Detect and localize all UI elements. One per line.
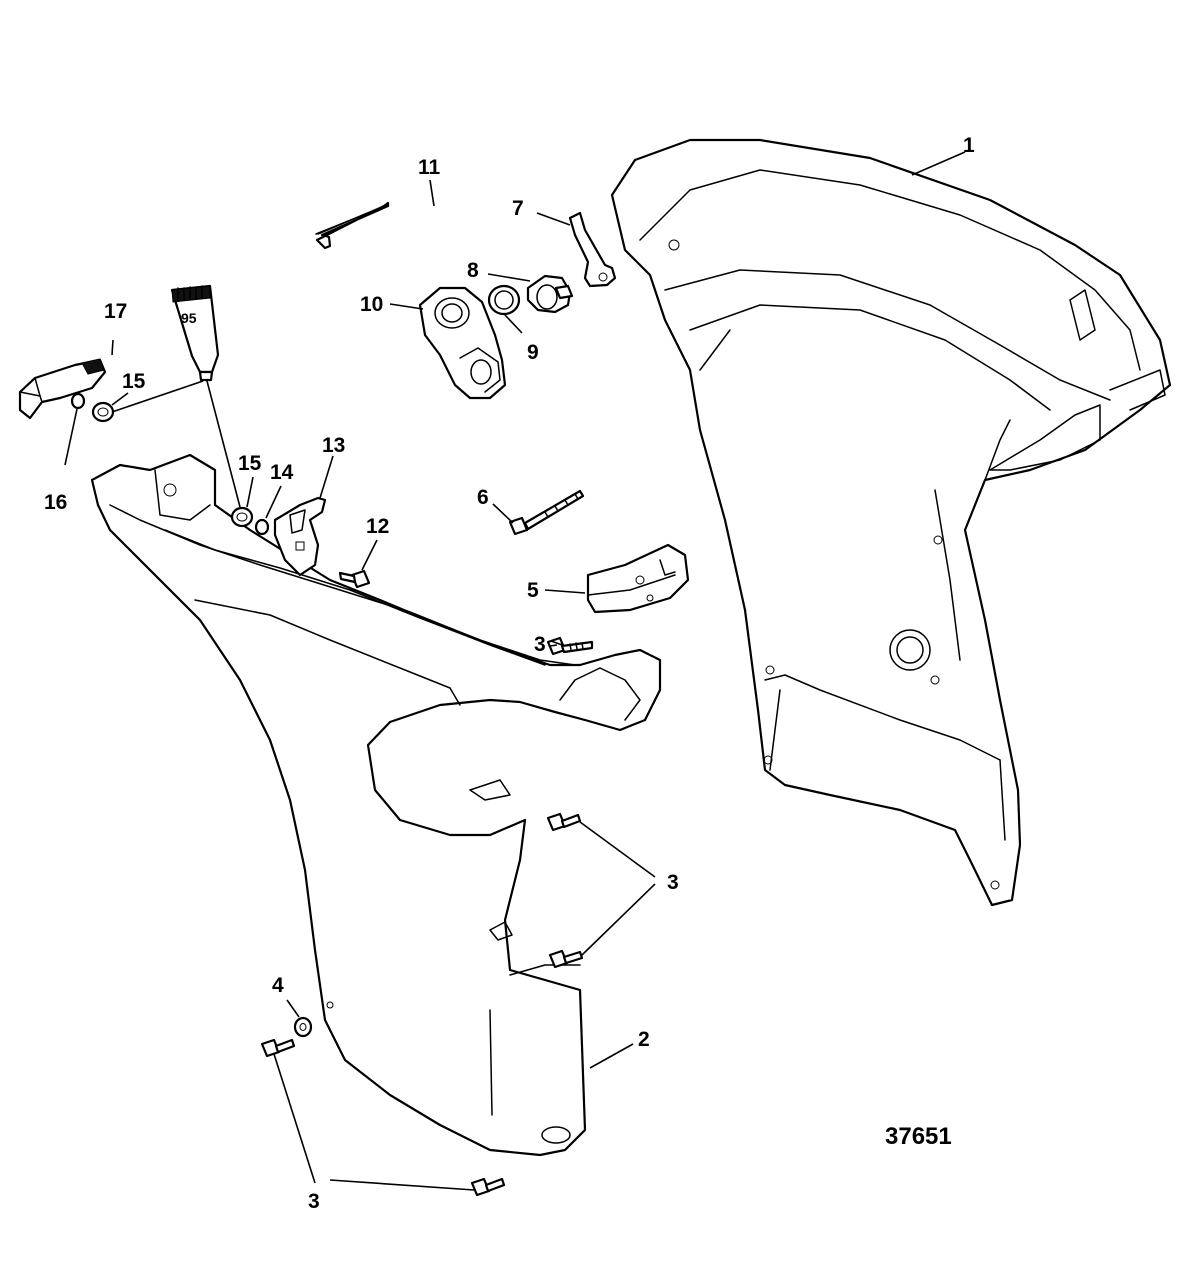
washer-part-9 [487, 284, 521, 316]
latch-plate-part-13 [273, 496, 327, 577]
callout-12: 12 [366, 515, 389, 538]
callout-3: 3 [534, 633, 546, 656]
cam-part-8 [526, 274, 574, 314]
lower-cowl-part-2 [90, 453, 662, 1157]
callout-10: 10 [360, 293, 383, 316]
callout-11: 11 [418, 156, 441, 179]
callout-2: 2 [638, 1028, 650, 1051]
nut-part-15 [91, 401, 115, 423]
screw-part-3 [546, 812, 582, 832]
screw-part-3 [548, 949, 584, 969]
screw-part-12 [338, 569, 371, 589]
leader-lines [64, 151, 966, 1191]
bracket-part-5 [586, 543, 690, 614]
callout-9: 9 [527, 341, 539, 364]
callout-8: 8 [467, 259, 479, 282]
callout-3: 3 [308, 1190, 320, 1213]
screw-part-3 [260, 1038, 296, 1058]
screw-part-3 [470, 1177, 506, 1197]
grease-tube-95-icon: 95 [170, 284, 220, 382]
callout-13: 13 [322, 434, 345, 457]
callout-6: 6 [477, 486, 489, 509]
nut-part-15 [230, 506, 254, 528]
washer-part-14 [254, 518, 270, 536]
washer-part-16 [70, 392, 86, 410]
callout-15: 15 [122, 370, 146, 393]
grommet-part-10 [418, 286, 507, 400]
callout-16: 16 [44, 491, 67, 514]
cable-tie-part-11 [315, 201, 390, 250]
callout-1: 1 [963, 134, 975, 157]
grease-tube-label: 95 [181, 310, 197, 326]
callout-4: 4 [272, 974, 284, 997]
callout-14: 14 [270, 461, 294, 484]
washer-part-4 [293, 1016, 313, 1038]
upper-cowl-part-1 [610, 138, 1172, 907]
handle-part-17 [18, 358, 107, 420]
figure-id: 37651 [885, 1123, 952, 1150]
callout-5: 5 [527, 579, 539, 602]
lever-part-7 [568, 211, 617, 288]
callout-3: 3 [667, 871, 679, 894]
callout-15: 15 [238, 452, 262, 475]
callout-labels: 1 2 3 3 4 3 5 6 7 8 9 10 11 12 13 14 15 … [44, 134, 975, 1213]
callout-7: 7 [512, 197, 524, 220]
bolt-part-6 [508, 489, 585, 536]
callout-17: 17 [104, 300, 127, 323]
screw-part-3 [546, 636, 594, 656]
